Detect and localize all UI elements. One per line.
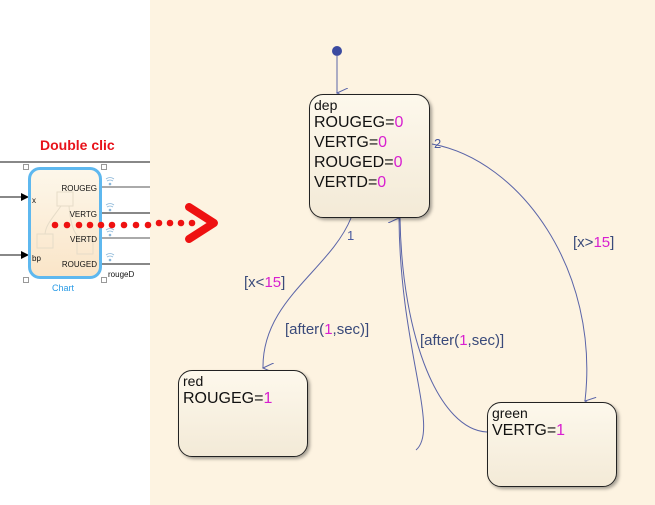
chart-block-name: Chart — [52, 283, 75, 293]
selection-handle[interactable] — [101, 164, 107, 170]
state-action: ROUGED=0 — [314, 154, 403, 171]
chart-thumbnail-icon — [36, 191, 94, 255]
selection-handle[interactable] — [101, 277, 107, 283]
output-port-rougeg: ROUGEG — [61, 184, 97, 193]
state-action: VERTG=1 — [492, 422, 566, 439]
output-port-vertg: VERTG — [69, 210, 97, 219]
transition-dep-to-red[interactable] — [263, 217, 352, 368]
state-name: green — [492, 405, 528, 421]
state-green[interactable]: green VERTG=1 — [487, 402, 617, 487]
state-action: VERTG=0 — [314, 134, 388, 151]
dotted-arrow-dots — [51, 219, 196, 229]
state-action: VERTD=0 — [314, 174, 387, 191]
state-name: dep — [314, 97, 338, 113]
testpoint-icons — [105, 177, 115, 262]
arrow-head-icon — [185, 203, 218, 243]
state-dep[interactable]: dep ROUGEG=0 VERTG=0 ROUGED=0 VERTD=0 — [309, 94, 430, 218]
guard-red-to-dep[interactable]: [after(1,sec)] — [285, 321, 370, 338]
signal-label-rouged: rougeD — [108, 270, 135, 279]
state-action: ROUGEG=1 — [183, 390, 273, 407]
transition-red-to-dep[interactable] — [399, 218, 425, 451]
transition-dep-to-green[interactable] — [431, 143, 587, 401]
transition-order-1: 1 — [347, 228, 355, 243]
selection-handle[interactable] — [23, 164, 29, 170]
transition-order-2: 2 — [434, 136, 442, 151]
guard-dep-to-green[interactable]: [x>15] — [573, 234, 615, 251]
input-port-bp: bp — [32, 254, 41, 263]
double-click-annotation: Double clic — [40, 137, 115, 153]
state-name: red — [183, 373, 204, 389]
state-red[interactable]: red ROUGEG=1 — [178, 370, 308, 457]
input-port-x: x — [32, 196, 36, 205]
guard-dep-to-red[interactable]: [x<15] — [244, 274, 286, 291]
selection-handle[interactable] — [23, 277, 29, 283]
output-port-vertd: VERTD — [70, 235, 97, 244]
transition-green-to-dep[interactable] — [399, 217, 488, 433]
output-port-rouged: ROUGED — [61, 260, 97, 269]
default-transition-dot[interactable] — [332, 46, 342, 56]
guard-green-to-dep[interactable]: [after(1,sec)] — [420, 332, 505, 349]
state-action: ROUGEG=0 — [314, 114, 404, 131]
